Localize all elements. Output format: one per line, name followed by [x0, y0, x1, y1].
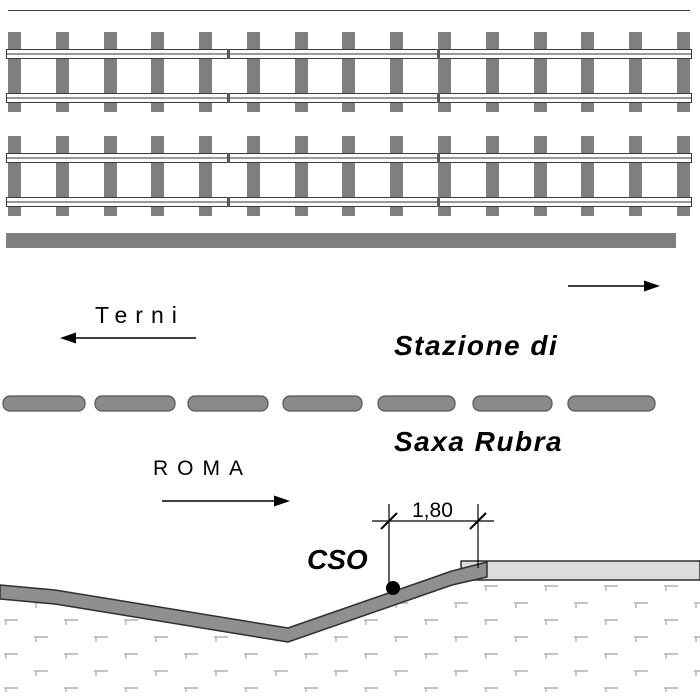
drawing-top-border-line	[8, 10, 690, 11]
rail-lower-track-bottom	[6, 197, 692, 207]
roma-direction-arrow	[162, 495, 290, 507]
road-band-dark	[0, 561, 488, 643]
railway-track-upper	[6, 32, 692, 112]
arrowhead-right	[274, 495, 290, 507]
station-direction-arrow	[568, 280, 660, 292]
station-label-line1: Stazione di	[394, 330, 559, 361]
station-label-line2: Saxa Rubra	[394, 426, 564, 457]
platform-edge-bar	[6, 233, 676, 248]
dimension-value-label: 1,80	[412, 499, 453, 522]
hedge-segment	[187, 395, 269, 412]
arrowhead-right	[644, 280, 660, 292]
roma-label: ROMA	[153, 457, 252, 480]
rail-upper-track-bottom	[6, 93, 692, 103]
arrowhead-left	[60, 332, 76, 344]
terni-direction-arrow	[60, 332, 196, 344]
cso-point-marker	[386, 581, 400, 595]
hedge-segment	[567, 395, 656, 412]
hedge-segment	[94, 395, 176, 412]
station-label: Stazione di Saxa Rubra	[394, 266, 563, 522]
rail-upper-track-top	[6, 49, 692, 59]
hedge-segment	[2, 395, 86, 412]
terni-label: Terni	[95, 302, 185, 328]
road-band-light	[460, 560, 700, 581]
railway-track-lower	[6, 136, 692, 216]
cso-label: CSO	[307, 544, 368, 575]
rail-lower-track-top	[6, 153, 692, 163]
hedge-segment	[282, 395, 363, 412]
ground-hatch	[0, 581, 700, 692]
